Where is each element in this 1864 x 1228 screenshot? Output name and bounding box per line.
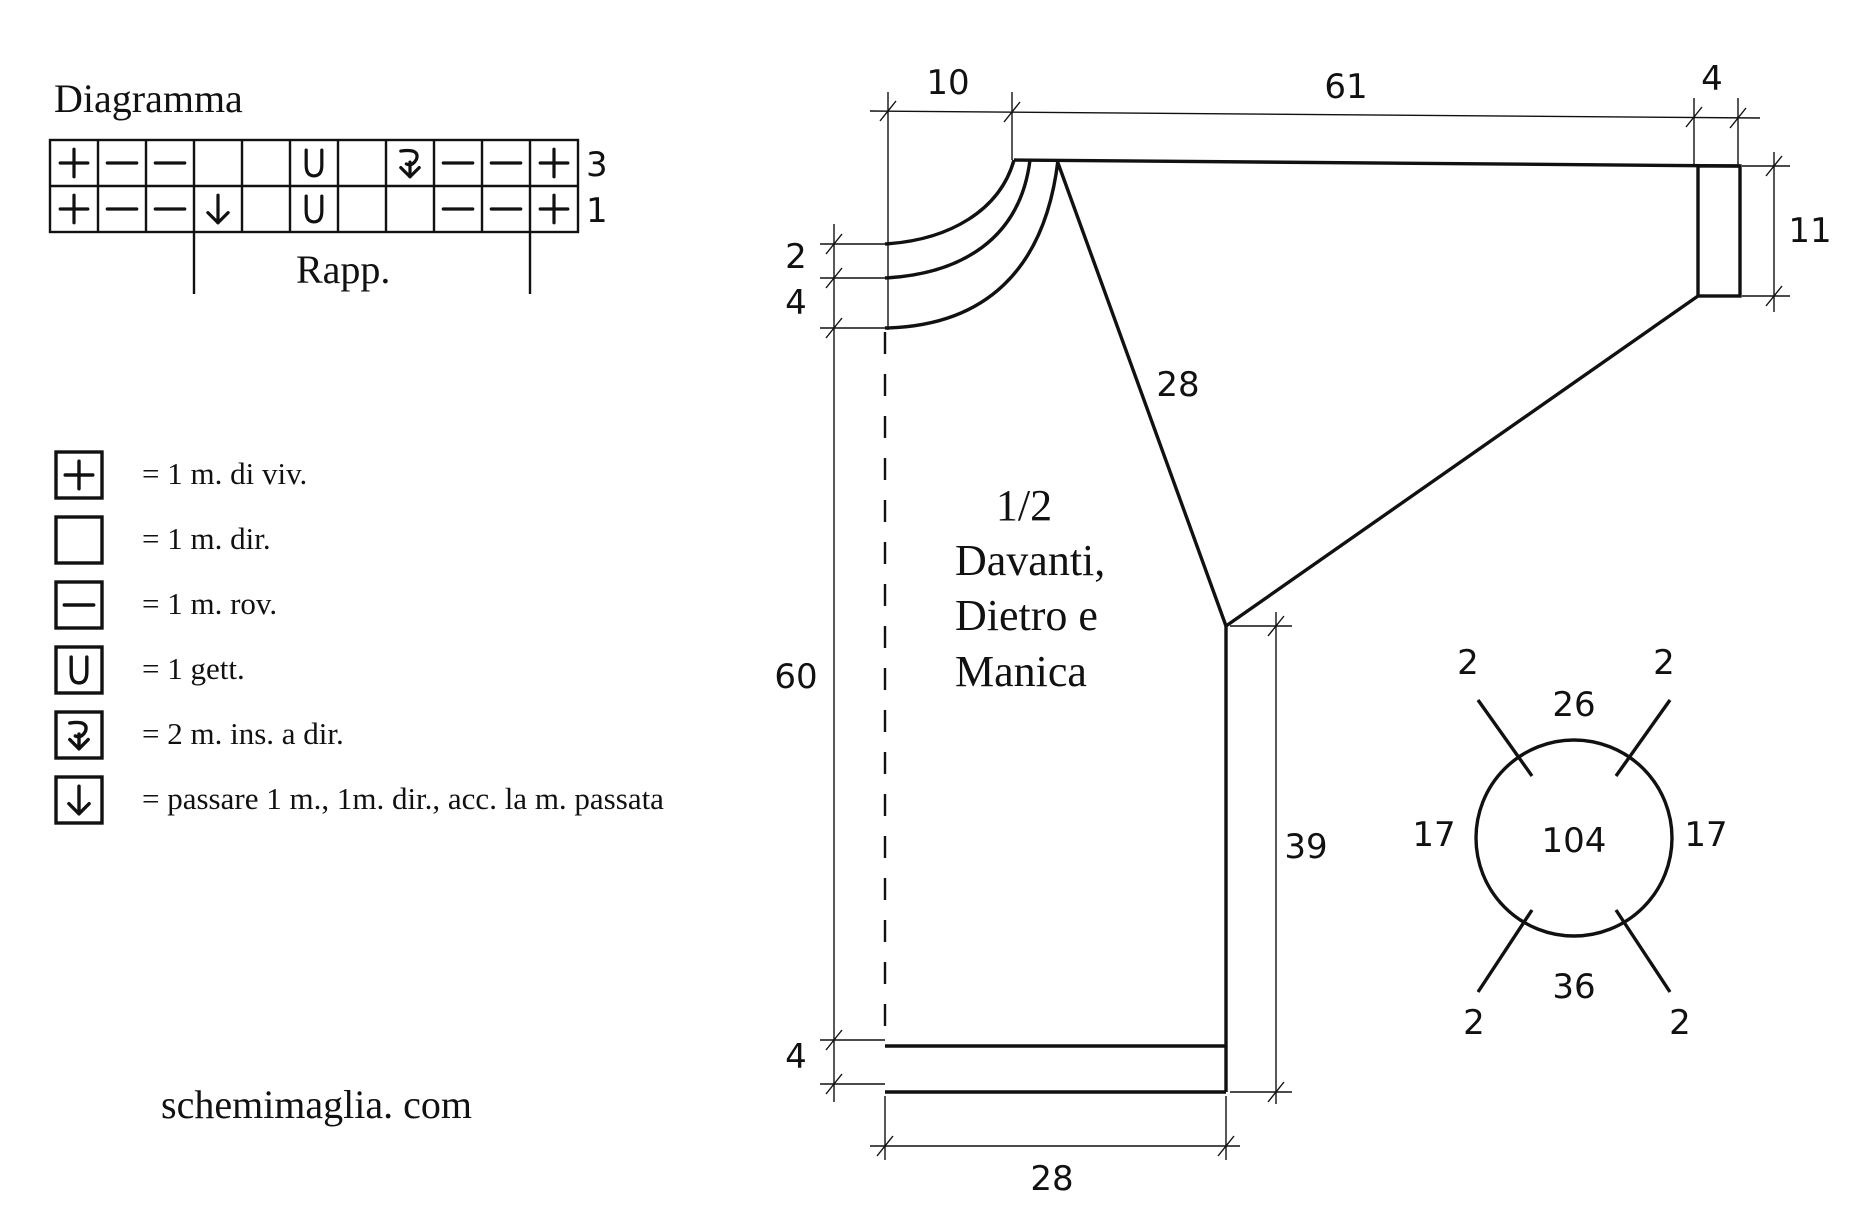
legend-label: = 1 gett. [142,651,245,686]
yoke-corner-bottom-left: 2 [1463,1003,1485,1043]
yoke-center: 104 [1542,821,1607,861]
knit-two-together-icon [54,710,104,760]
legend-item: = 1 gett. [54,645,245,695]
selvedge-stitch-icon [538,147,570,179]
dim-cuff-depth: 4 [1701,59,1723,99]
legend-item: = 1 m. di viv. [54,450,307,500]
dim-hem-depth: 4 [785,1037,807,1077]
selvedge-stitch-icon [58,193,90,225]
dim-body-length: 60 [774,657,817,697]
chart-cells [58,147,570,225]
chart-title: Diagramma [54,76,243,121]
dim-neck-drop-2: 4 [785,283,807,323]
dim-sleeve-length: 61 [1324,67,1367,107]
legend-label: = 2 m. ins. a dir. [142,716,344,751]
slip-knit-pass-over-icon [206,193,230,225]
yoke-corner-bottom-right: 2 [1669,1003,1691,1043]
piece-label-line-2: Davanti, [955,536,1105,585]
yarn-over-icon [304,148,324,178]
yarn-over-icon [304,194,324,224]
yoke-left: 17 [1412,815,1455,855]
row-number-1: 1 [586,191,608,231]
legend-label: = 1 m. di viv. [142,456,307,491]
dim-cuff-height: 11 [1788,211,1831,251]
piece-label-line-3: Dietro e [955,591,1098,640]
yoke-right: 17 [1684,815,1727,855]
stitch-chart: Diagramma 3 1 Rapp. [48,76,608,294]
piece-label-fraction: 1/2 [996,481,1052,530]
legend-label: = passare 1 m., 1m. dir., acc. la m. pas… [142,781,664,816]
repeat-label: Rapp. [296,247,390,292]
legend-item: = passare 1 m., 1m. dir., acc. la m. pas… [54,775,664,825]
yoke-corner-top-left: 2 [1457,643,1479,683]
legend-label: = 1 m. dir. [142,521,271,556]
chart-grid [48,138,580,234]
knit-two-together-icon [399,148,421,179]
yoke-diagram: 104 26 36 17 17 2 2 2 2 [1412,643,1727,1043]
selvedge-stitch-icon [54,450,104,500]
dim-neck-width: 10 [926,63,969,103]
slip-knit-pass-over-icon [54,775,104,825]
yoke-circle [1474,738,1674,938]
row-number-3: 3 [586,145,608,185]
garment-schematic: 10 61 4 11 2 4 60 4 28 [774,59,1831,1199]
piece-label-line-4: Manica [955,647,1087,696]
dim-half-width: 28 [1030,1159,1073,1199]
selvedge-stitch-icon [538,193,570,225]
legend-label: = 1 m. rov. [142,586,277,621]
legend-item: = 1 m. rov. [54,580,277,630]
dim-raglan: 28 [1156,365,1199,405]
purl-stitch-icon [54,580,104,630]
watermark: schemimaglia. com [161,1082,472,1127]
legend: = 1 m. di viv. = 1 m. dir. = 1 m. rov. = 1 … [54,450,664,825]
selvedge-stitch-icon [58,147,90,179]
yarn-over-icon [54,645,104,695]
yoke-bottom: 36 [1552,967,1595,1007]
knit-stitch-icon [54,515,104,565]
yoke-corner-top-right: 2 [1653,643,1675,683]
yoke-top: 26 [1552,685,1595,725]
dim-side-length: 39 [1284,827,1327,867]
dim-neck-drop-1: 2 [785,237,807,277]
legend-item: = 1 m. dir. [54,515,271,565]
legend-item: = 2 m. ins. a dir. [54,710,344,760]
